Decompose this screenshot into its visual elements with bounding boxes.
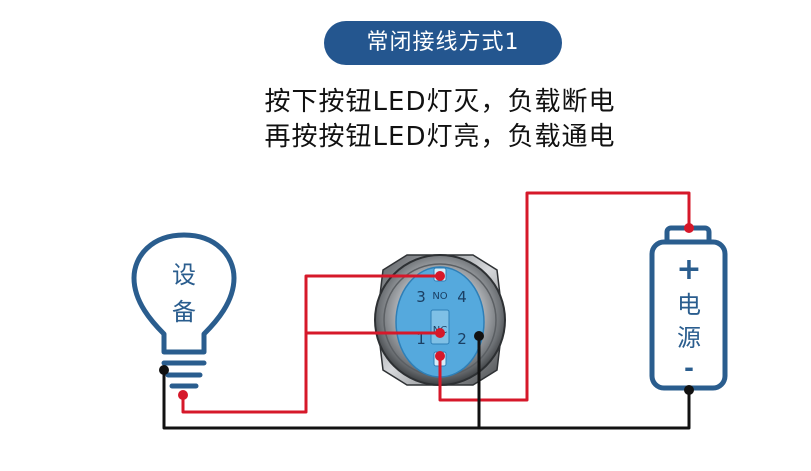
- battery-minus-sign: -: [684, 354, 694, 382]
- mark-no: NO: [432, 291, 447, 302]
- dot-battery-minus: [684, 385, 694, 395]
- bulb-label-1: 设: [172, 261, 196, 289]
- dot-bulb-red: [178, 390, 188, 400]
- dot-switch-top: [435, 271, 445, 281]
- switch-icon: 3 4 1 2 NO NC: [374, 254, 506, 386]
- black-wires: [162, 336, 691, 430]
- terminal-4: 4: [457, 288, 467, 306]
- junction-dots: [159, 223, 694, 400]
- dot-battery-plus: [684, 223, 694, 233]
- battery-icon: + 电 源 -: [649, 225, 728, 391]
- dot-switch-black: [474, 331, 484, 341]
- dot-bulb-black: [159, 365, 169, 375]
- terminal-1: 1: [416, 330, 426, 348]
- black-wire-return: [162, 370, 691, 430]
- dot-switch-bottom: [435, 351, 445, 361]
- red-wire-bulb-to-switch: [181, 274, 440, 414]
- terminal-3: 3: [416, 288, 426, 306]
- battery-label-2: 源: [677, 324, 701, 352]
- description-line-1: 按下按钮LED灯灭，负载断电: [264, 87, 616, 117]
- terminal-2: 2: [457, 330, 467, 348]
- red-wires: [181, 191, 691, 414]
- title-badge: 常闭接线方式1: [324, 21, 562, 65]
- bulb-label-2: 备: [172, 298, 196, 326]
- red-wire-switch-to-battery-plus: [438, 191, 691, 402]
- dot-switch-center: [435, 328, 445, 338]
- description-line-2: 再按按钮LED灯亮，负载通电: [264, 122, 616, 152]
- bulb-icon: 设 备: [131, 232, 237, 389]
- battery-label-1: 电: [677, 291, 701, 319]
- battery-plus-sign: +: [676, 252, 701, 287]
